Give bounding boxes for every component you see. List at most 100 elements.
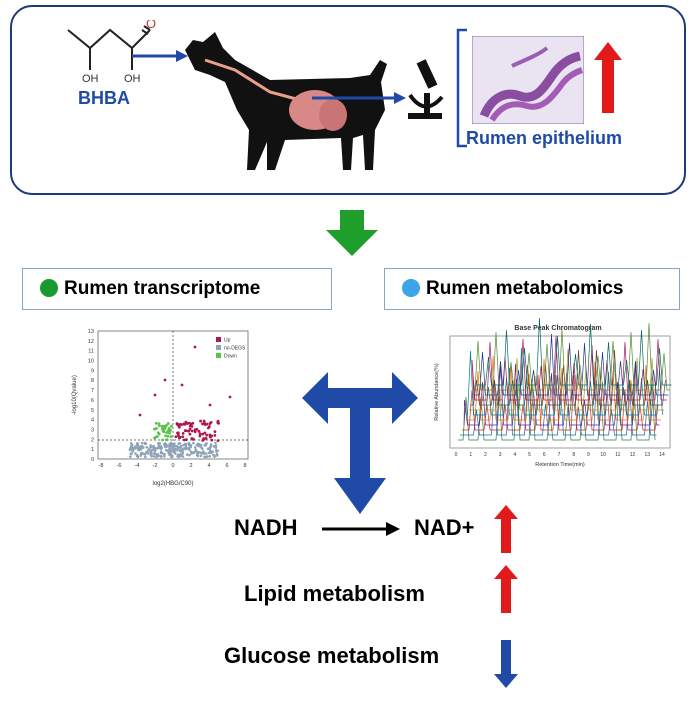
volcano-point-nodeg bbox=[144, 452, 147, 456]
volcano-point-nodeg bbox=[149, 449, 152, 453]
chromatogram-xtick: 12 bbox=[630, 452, 636, 458]
volcano-point-nodeg bbox=[146, 451, 150, 455]
chromatogram-trace bbox=[476, 318, 672, 386]
volcano-point-up bbox=[203, 431, 207, 435]
volcano-ytick: 11 bbox=[88, 349, 94, 355]
chromatogram-trace bbox=[463, 363, 660, 426]
volcano-point-nodeg bbox=[189, 445, 192, 449]
volcano-ytick: 0 bbox=[91, 457, 94, 463]
volcano-point-up bbox=[198, 432, 202, 436]
volcano-ytick: 2 bbox=[91, 437, 94, 443]
green-down-arrow-icon bbox=[326, 210, 378, 256]
bhba-molecule-structure: O OH OH bbox=[67, 20, 156, 85]
volcano-point-nodeg bbox=[176, 454, 179, 458]
volcano-ytick: 5 bbox=[91, 408, 94, 414]
volcano-xlabel: log2(HBG/C90) bbox=[152, 481, 193, 487]
chromatogram-xtick: 8 bbox=[572, 452, 575, 458]
volcano-point-nodeg bbox=[143, 441, 147, 445]
volcano-ytick: 13 bbox=[88, 329, 94, 335]
volcano-point-down bbox=[156, 431, 160, 435]
volcano-point-nodeg bbox=[174, 452, 177, 455]
nad-label: NAD+ bbox=[414, 515, 475, 540]
volcano-point-down bbox=[162, 430, 166, 434]
volcano-point-nodeg bbox=[163, 445, 167, 448]
volcano-point-nodeg bbox=[170, 445, 174, 448]
volcano-point-nodeg bbox=[153, 446, 157, 450]
volcano-point-up bbox=[208, 403, 212, 407]
chromatogram-trace bbox=[458, 378, 656, 441]
volcano-point-up bbox=[193, 345, 197, 349]
volcano-point-down bbox=[157, 422, 161, 426]
chromatogram-xtick: 7 bbox=[558, 452, 561, 458]
volcano-legend-swatch bbox=[216, 337, 221, 342]
blue-dot-icon bbox=[402, 279, 420, 297]
chromatogram-ylabel: Relative Abundance(%) bbox=[434, 363, 440, 421]
bracket-icon bbox=[456, 28, 467, 148]
volcano-point-up bbox=[199, 419, 202, 423]
volcano-point-nodeg bbox=[195, 450, 199, 454]
volcano-point-nodeg bbox=[201, 452, 205, 455]
volcano-point-up bbox=[213, 430, 217, 434]
volcano-point-down bbox=[164, 434, 167, 438]
transcriptome-header: Rumen transcriptome bbox=[40, 278, 260, 300]
volcano-xtick: -4 bbox=[135, 463, 140, 469]
volcano-xtick: -8 bbox=[99, 463, 104, 469]
chromatogram-xtick: 3 bbox=[499, 452, 502, 458]
chromatogram-xlabel: Retention Time(min) bbox=[535, 462, 585, 468]
chromatogram-title: Base Peak Chromatogram bbox=[514, 325, 601, 332]
volcano-xtick: -6 bbox=[117, 463, 122, 469]
volcano-point-down bbox=[154, 427, 158, 431]
volcano-point-nodeg bbox=[157, 446, 160, 449]
volcano-xtick: -2 bbox=[153, 463, 158, 469]
volcano-point-down bbox=[167, 426, 171, 430]
svg-text:OH: OH bbox=[82, 73, 99, 85]
volcano-point-nodeg bbox=[214, 441, 217, 445]
volcano-point-up bbox=[180, 383, 184, 387]
transcriptome-header-box bbox=[22, 268, 332, 310]
conversion-arrow-icon bbox=[322, 522, 400, 536]
volcano-point-nodeg bbox=[170, 453, 173, 457]
volcano-point-up bbox=[181, 435, 185, 439]
volcano-point-up bbox=[180, 423, 183, 427]
volcano-point-nodeg bbox=[208, 454, 212, 458]
volcano-point-up bbox=[191, 438, 195, 441]
volcano-point-up bbox=[183, 429, 187, 433]
volcano-point-nodeg bbox=[137, 448, 140, 452]
microscope-icon bbox=[408, 59, 444, 119]
bidirectional-arrow-icon bbox=[302, 372, 418, 514]
volcano-point-down bbox=[169, 435, 173, 439]
volcano-point-nodeg bbox=[130, 452, 133, 456]
volcano-point-nodeg bbox=[149, 444, 152, 447]
volcano-point-nodeg bbox=[140, 451, 144, 455]
lipid-increase-arrow-icon bbox=[494, 565, 518, 613]
volcano-ytick: 1 bbox=[91, 447, 94, 453]
volcano-point-up bbox=[184, 438, 188, 442]
volcano-point-nodeg bbox=[214, 445, 217, 449]
volcano-point-nodeg bbox=[185, 447, 189, 450]
volcano-point-nodeg bbox=[150, 454, 153, 458]
volcano-point-nodeg bbox=[187, 441, 191, 445]
volcano-point-nodeg bbox=[150, 451, 153, 455]
chromatogram-trace bbox=[467, 347, 663, 416]
volcano-point-nodeg bbox=[128, 448, 132, 451]
volcano-point-nodeg bbox=[197, 444, 200, 448]
rumen-epithelium-label: Rumen epithelium bbox=[466, 128, 623, 148]
volcano-point-nodeg bbox=[169, 441, 173, 445]
chromatogram-trace bbox=[473, 333, 669, 396]
volcano-point-nodeg bbox=[168, 449, 172, 452]
volcano-point-down bbox=[160, 424, 164, 428]
volcano-point-up bbox=[138, 413, 142, 417]
volcano-point-nodeg bbox=[140, 441, 144, 445]
volcano-point-up bbox=[204, 437, 208, 440]
volcano-point-up bbox=[198, 434, 202, 438]
volcano-point-nodeg bbox=[205, 452, 208, 455]
volcano-point-down bbox=[166, 434, 170, 438]
volcano-point-nodeg bbox=[166, 444, 170, 448]
volcano-point-nodeg bbox=[130, 444, 133, 447]
volcano-xtick: 6 bbox=[225, 463, 228, 469]
volcano-point-nodeg bbox=[192, 451, 195, 455]
volcano-point-nodeg bbox=[133, 445, 137, 448]
volcano-point-up bbox=[202, 419, 206, 423]
arrow-right-icon bbox=[132, 50, 188, 62]
